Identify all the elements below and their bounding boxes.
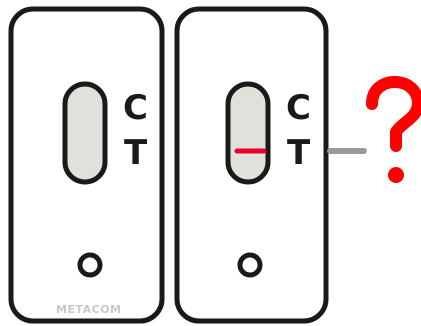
test-card-right: C T (177, 9, 326, 321)
label-t-right: T (287, 133, 311, 173)
label-c-left: C (123, 88, 148, 128)
result-window-right (228, 84, 268, 182)
test-card-left: C T METACOM (11, 9, 162, 321)
label-t-left: T (124, 133, 148, 173)
question-mark-icon (372, 82, 418, 183)
sample-well-left (80, 255, 100, 275)
result-window-left (65, 84, 105, 182)
label-c-right: C (286, 88, 311, 128)
sample-well-right (240, 255, 260, 275)
watermark: METACOM (56, 303, 122, 316)
